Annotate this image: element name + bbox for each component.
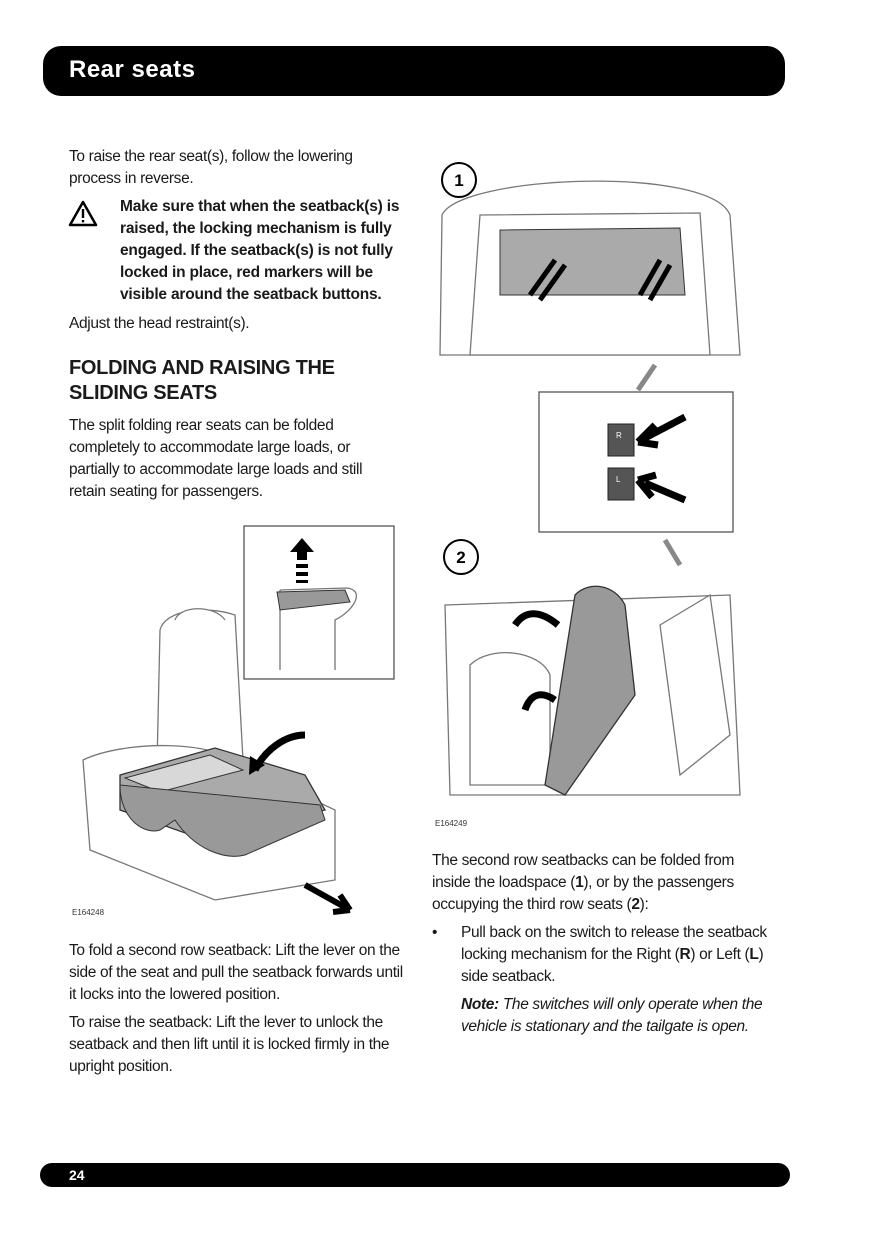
bullet-text: Pull back on the switch to release the s… (461, 924, 767, 985)
callout-1: 1 (454, 171, 463, 190)
warning-text: Make sure that when the seatback(s) is r… (120, 198, 400, 303)
intro-paragraph: To raise the rear seat(s), follow the lo… (69, 148, 353, 187)
loadspace-seat-illustration: 1 R L 2 (439, 162, 741, 796)
figure-code-left: E164248 (72, 908, 105, 917)
callout-2: 2 (456, 548, 465, 567)
loadspace-paragraph: The second row seatbacks can be folded f… (432, 852, 735, 913)
heading-paragraph: The split folding rear seats can be fold… (69, 417, 363, 500)
fold-paragraph: To fold a second row seatback: Lift the … (69, 942, 403, 1003)
page-number: 24 (69, 1167, 85, 1183)
adjust-paragraph: Adjust the head restraint(s). (69, 315, 250, 332)
bullet-item: • Pull back on the switch to release the… (432, 922, 767, 1038)
switch-l-label: L (616, 475, 621, 484)
bullet-marker: • (432, 924, 438, 941)
section-header-bar: Rear seats (43, 46, 785, 96)
page-title: Rear seats (69, 56, 196, 83)
warning-triangle-icon (68, 200, 98, 227)
figure-code-right: E164249 (435, 819, 468, 828)
raise-paragraph: To raise the seatback: Lift the lever to… (69, 1014, 390, 1075)
switch-r-label: R (616, 431, 622, 440)
seat-fold-illustration (82, 525, 395, 915)
section-heading: FOLDING AND RAISING THE SLIDING SEATS (69, 357, 335, 404)
footer-bar: 24 (40, 1163, 790, 1187)
note-text: Note: The switches will only operate whe… (461, 996, 763, 1035)
